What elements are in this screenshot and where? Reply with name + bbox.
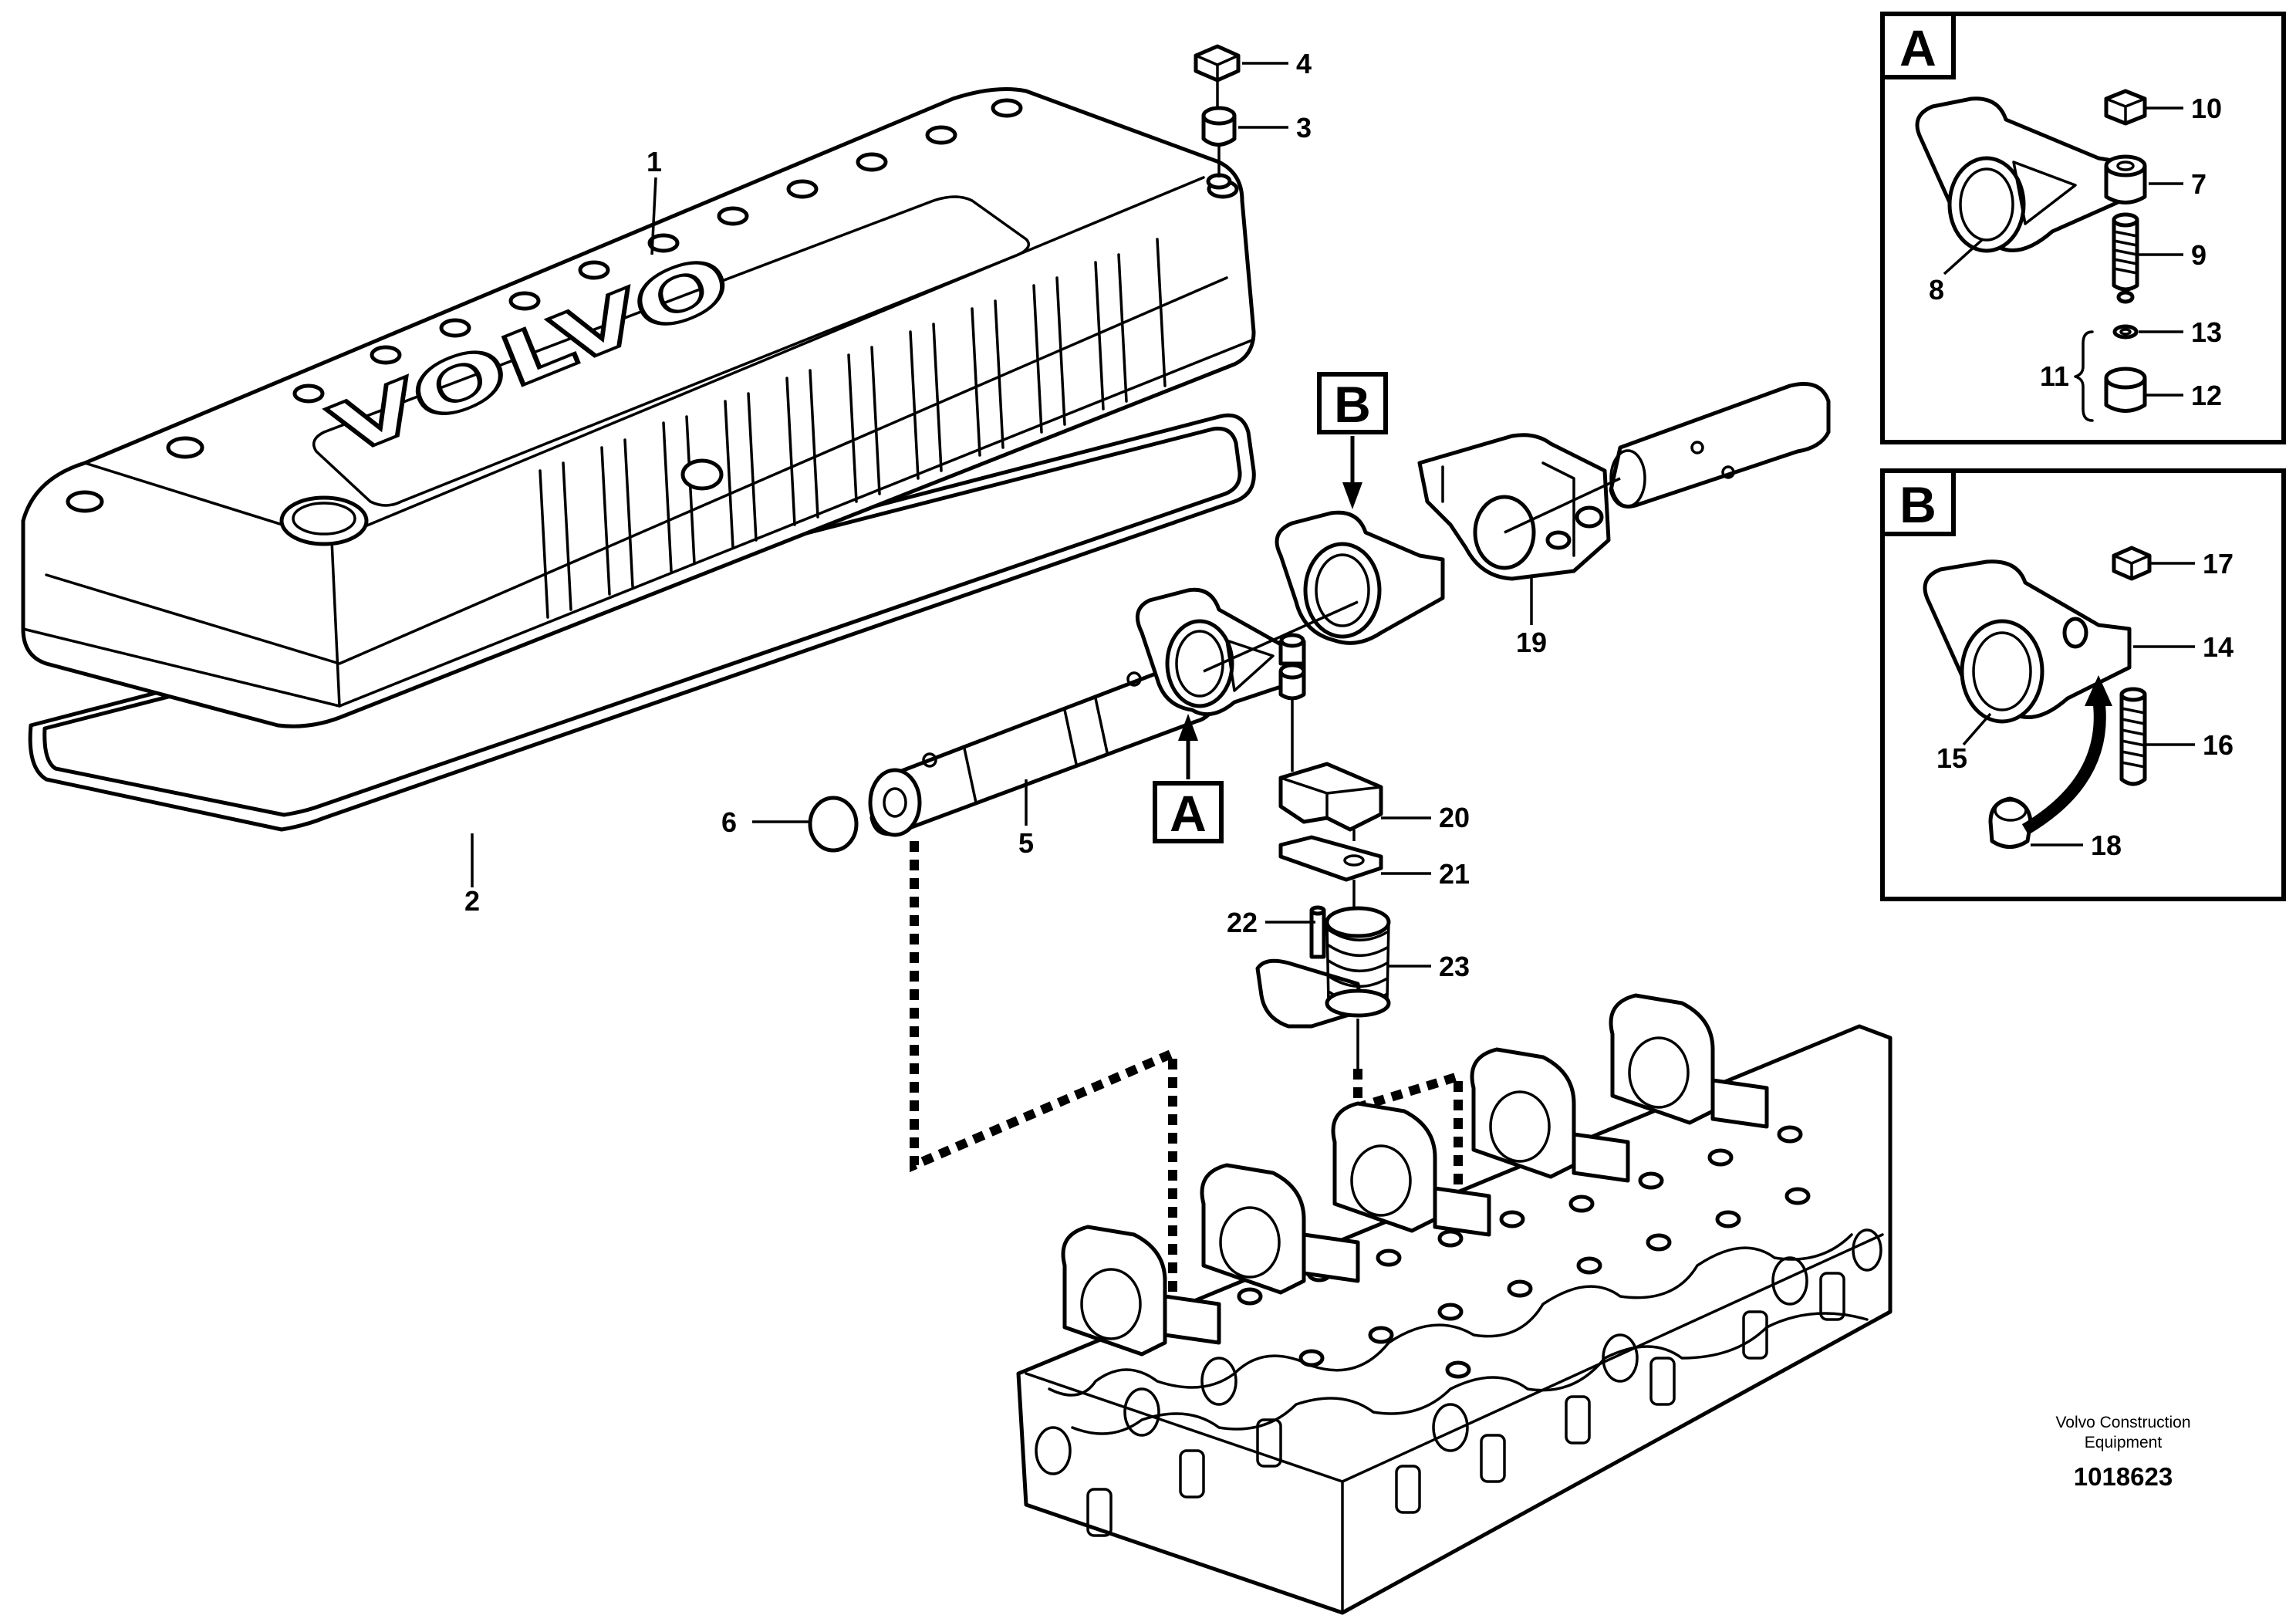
- callout-4: 4: [1296, 48, 1312, 79]
- detail-ref-b-label: B: [1334, 376, 1371, 433]
- rocker-arm-a: [1135, 587, 1306, 717]
- rocker-assembly-19: [1417, 433, 1611, 581]
- guide-pin: [1309, 905, 1326, 959]
- dashed-connector-left: [910, 841, 1177, 1327]
- valve-shim-plate: [1278, 835, 1383, 882]
- valve-spring: [1255, 906, 1391, 1029]
- callout-19: 19: [1516, 627, 1547, 658]
- callout-17: 17: [2203, 548, 2234, 580]
- callout-10: 10: [2191, 93, 2222, 124]
- callout-5: 5: [1018, 827, 1034, 859]
- callout-2: 2: [464, 885, 480, 917]
- valve-cover: VOLVO: [21, 87, 1256, 728]
- panel-a-title: A: [1899, 19, 1936, 76]
- shaft-plug: [808, 796, 859, 853]
- callout-22: 22: [1227, 907, 1258, 938]
- dashed-connector-right: [1353, 1069, 1463, 1370]
- rocker-saddles: [1061, 993, 1769, 1357]
- emblem-panel: [312, 195, 1031, 507]
- breather-pipe: [680, 458, 724, 491]
- detail-panel-a: A 10 7 9 13 12 11 8: [1880, 12, 2286, 444]
- adjusting-screw-stack: [1278, 633, 1306, 701]
- detail-ref-a-label: A: [1170, 785, 1207, 842]
- callout-8: 8: [1929, 274, 1944, 306]
- cylinder-head: [1016, 993, 1893, 1615]
- detail-ref-b: B: [1317, 372, 1388, 509]
- callout-16: 16: [2203, 729, 2234, 761]
- callout-3: 3: [1296, 112, 1312, 144]
- callout-15: 15: [1936, 742, 1967, 774]
- rocker-arm-b: [1275, 510, 1445, 645]
- callout-23: 23: [1439, 951, 1470, 982]
- callout-6: 6: [721, 806, 737, 838]
- detail-ref-a: A: [1153, 714, 1224, 843]
- rocker-shaft-upper: [1609, 382, 1831, 509]
- cover-sleeve: [1201, 106, 1237, 147]
- valve-cover-gasket: [28, 413, 1256, 832]
- callout-21: 21: [1439, 858, 1470, 890]
- document-number: 1018623: [2074, 1462, 2173, 1491]
- cover-nut: [1194, 44, 1241, 83]
- callout-7: 7: [2191, 168, 2207, 200]
- bolt-bosses: [66, 98, 1239, 513]
- callout-14: 14: [2203, 631, 2234, 663]
- callout-18: 18: [2091, 830, 2122, 861]
- callout-13: 13: [2191, 316, 2222, 348]
- detail-panel-b: B 17 14 16 18 15: [1880, 468, 2286, 901]
- callout-12: 12: [2191, 380, 2222, 411]
- callout-11: 11: [2040, 360, 2069, 392]
- callout-20: 20: [1439, 802, 1470, 833]
- callout-9: 9: [2191, 239, 2207, 271]
- oil-filler-cap: [279, 495, 369, 546]
- brand-line-2: Equipment: [2085, 1434, 2163, 1451]
- brand-line-1: Volvo Construction: [2055, 1414, 2190, 1431]
- panel-b-title: B: [1899, 476, 1936, 533]
- valve-bridge: [1278, 762, 1383, 832]
- callout-1: 1: [647, 146, 662, 177]
